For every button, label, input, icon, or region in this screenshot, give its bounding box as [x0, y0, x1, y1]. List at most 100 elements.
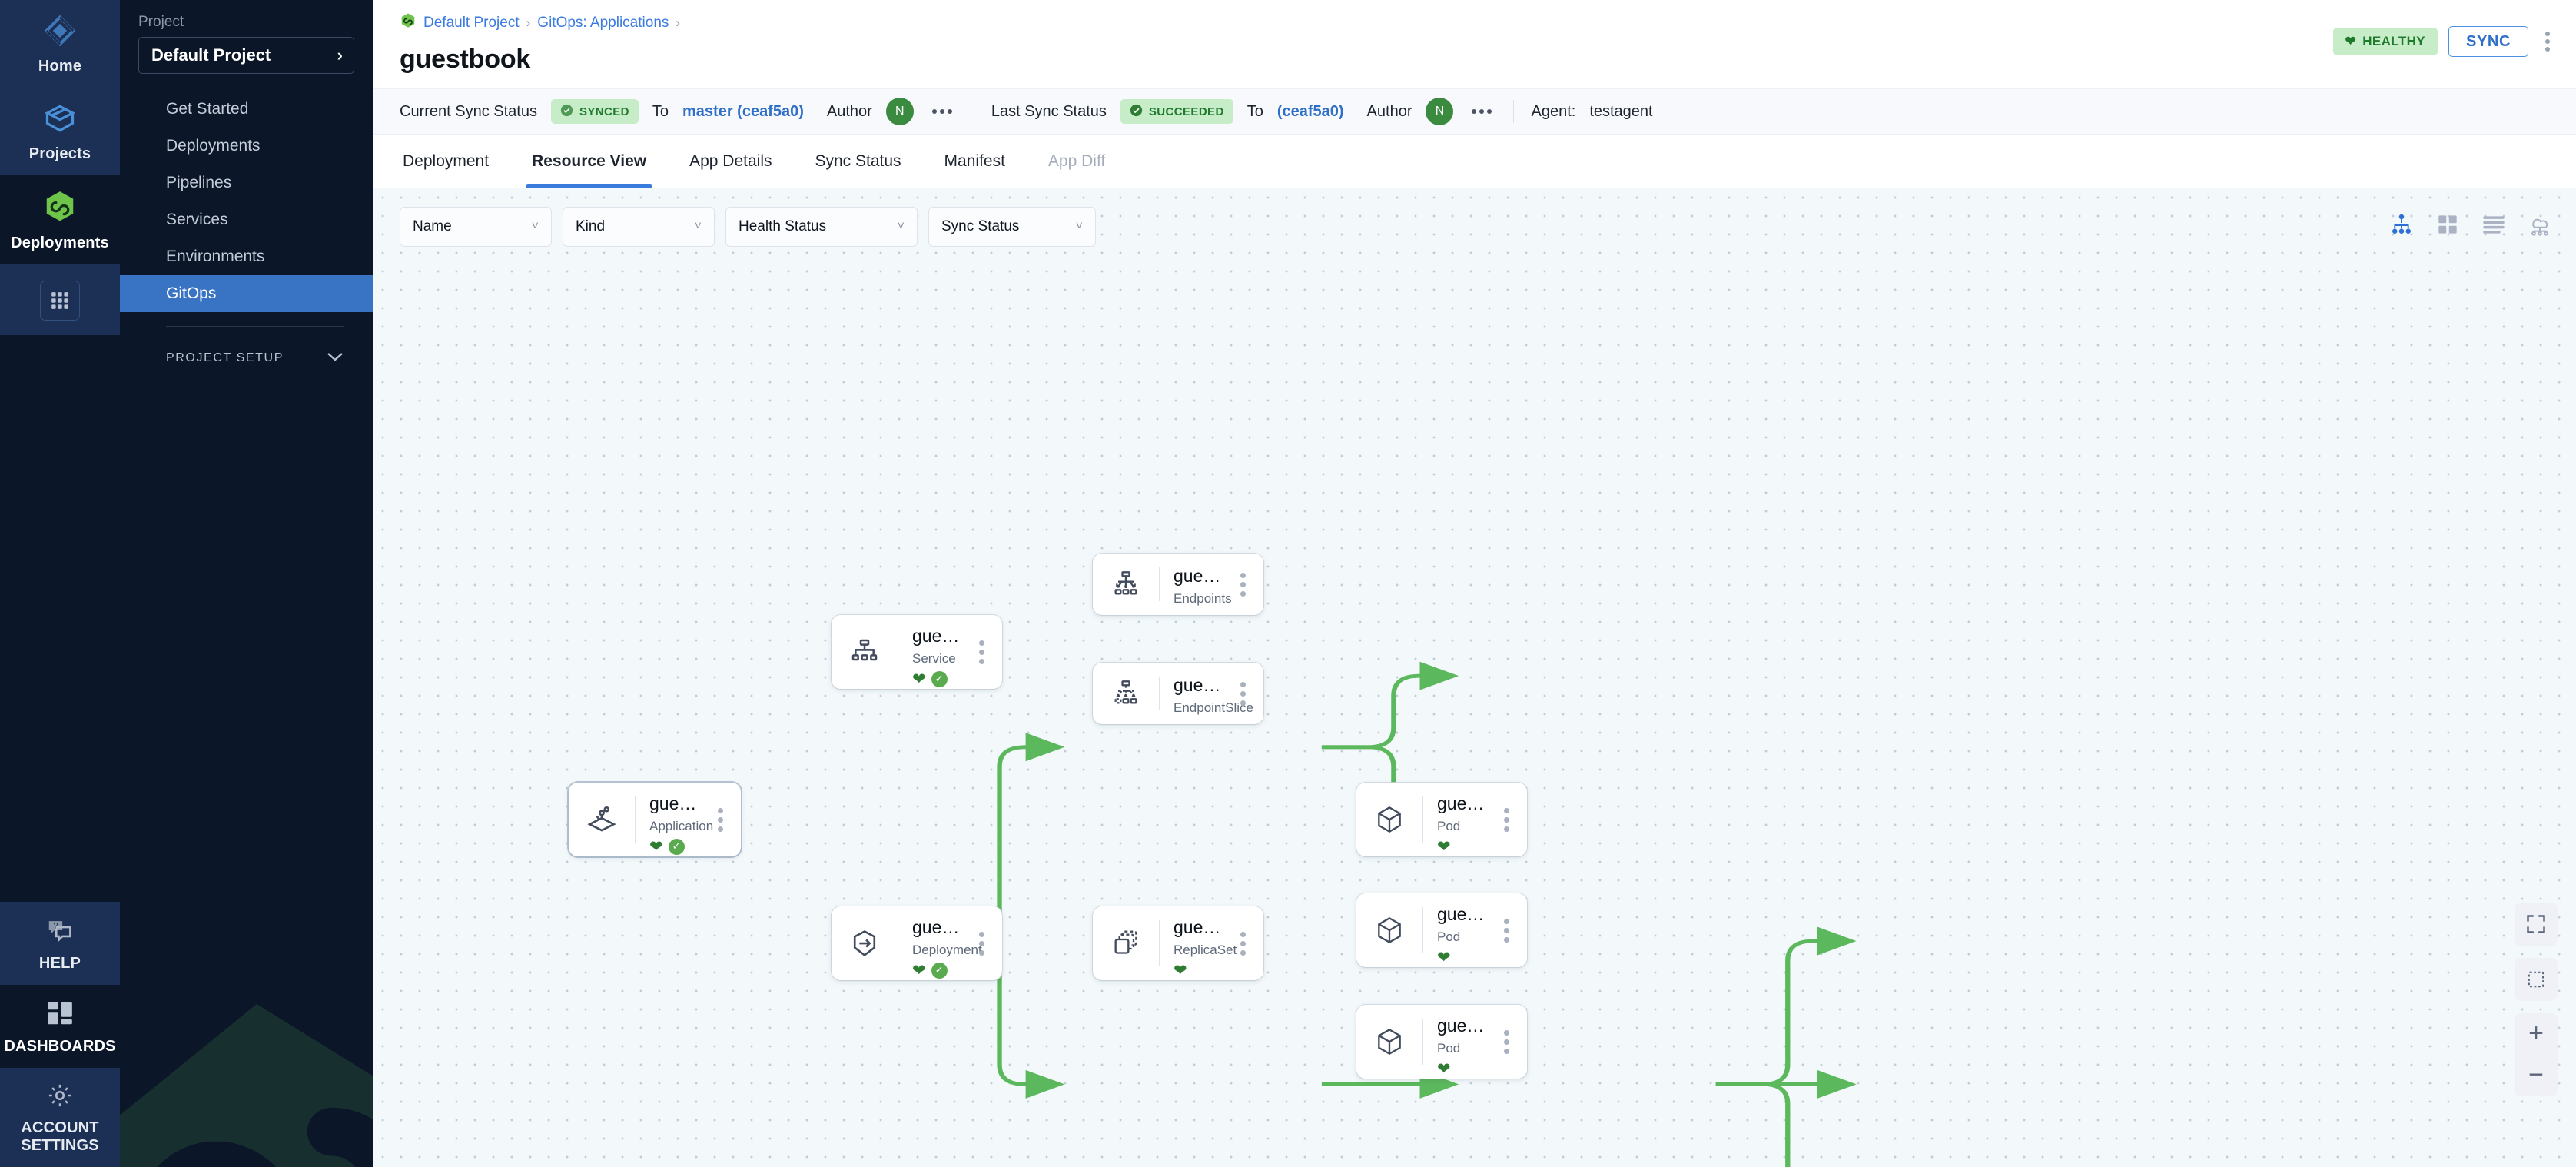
graph-node-pod-1[interactable]: guestbook-ui-5b64f6959… Pod ❤ — [1356, 783, 1527, 856]
rail-item-home[interactable]: Home — [0, 0, 120, 88]
filter-name[interactable]: Name ˅ — [400, 207, 552, 247]
node-more-menu-icon[interactable] — [961, 906, 1002, 980]
node-title: guestbook-ui — [912, 917, 961, 937]
zoom-out-icon[interactable]: − — [2528, 1060, 2544, 1090]
fit-to-screen-icon[interactable] — [2515, 958, 2558, 1001]
tab-app-details[interactable]: App Details — [686, 135, 775, 188]
breadcrumb-item-gitops-applications[interactable]: GitOps: Applications — [537, 15, 669, 31]
dashboards-icon — [45, 999, 75, 1032]
sidebar-item-pipelines[interactable]: Pipelines — [120, 165, 373, 201]
tab-label-sync-status: Sync Status — [815, 151, 901, 170]
node-more-menu-icon[interactable] — [1222, 906, 1263, 980]
cloud-topology-view-icon[interactable] — [2527, 211, 2553, 238]
chevron-down-icon — [327, 351, 344, 366]
node-body: guestbook-ui-5b64f6959… Pod ❤ — [1423, 893, 1486, 967]
filter-health-status[interactable]: Health Status ˅ — [725, 207, 918, 247]
sync-button[interactable]: SYNC — [2448, 26, 2528, 57]
chevron-down-icon: ˅ — [694, 220, 702, 233]
tab-label-manifest: Manifest — [944, 151, 1005, 170]
sidebar-label-get-started: Get Started — [166, 100, 249, 118]
node-divider — [1422, 796, 1423, 843]
tab-deployment[interactable]: Deployment — [400, 135, 492, 188]
graph-view-icon[interactable] — [2388, 211, 2415, 238]
graph-node-endpoints[interactable]: guestbook-ui Endpoints — [1093, 554, 1263, 615]
node-title: guestbook-ui-5b64f6959… — [1437, 904, 1486, 924]
node-divider — [1422, 1019, 1423, 1065]
service-icon — [832, 615, 898, 689]
node-divider — [1159, 567, 1160, 601]
graph-node-service[interactable]: guestbook-ui Service ❤ ✓ — [832, 615, 1002, 689]
node-kind: Pod — [1437, 818, 1461, 833]
filter-kind[interactable]: Kind ˅ — [563, 207, 715, 247]
list-view-icon[interactable] — [2481, 211, 2507, 238]
chevron-right-icon: › — [337, 45, 343, 65]
sidebar-item-deployments[interactable]: Deployments — [120, 128, 373, 165]
rail-item-apps[interactable] — [0, 264, 120, 335]
node-body: guestbook-ui-5b64f69597 ReplicaSet ❤ — [1160, 906, 1237, 980]
sidebar-label-environments: Environments — [166, 248, 265, 265]
sidebar-item-get-started[interactable]: Get Started — [120, 91, 373, 128]
sidebar-project-setup[interactable]: PROJECT SETUP — [120, 342, 373, 374]
graph-node-pod-2[interactable]: guestbook-ui-5b64f6959… Pod ❤ — [1356, 893, 1527, 967]
sidebar-item-services[interactable]: Services — [120, 201, 373, 238]
filter-sync-status[interactable]: Sync Status ˅ — [928, 207, 1096, 247]
rail-label-account-settings: ACCOUNT SETTINGS — [21, 1119, 99, 1154]
help-chat-icon: ? — [45, 916, 75, 949]
header-more-menu-icon[interactable] — [2539, 27, 2556, 56]
graph-node-deployment[interactable]: guestbook-ui Deployment ❤ ✓ — [832, 906, 1002, 980]
svg-text:?: ? — [53, 921, 58, 930]
filter-name-label: Name — [413, 218, 452, 234]
node-more-menu-icon[interactable] — [1486, 1005, 1527, 1079]
last-sync-more-icon[interactable] — [1467, 109, 1496, 114]
node-more-menu-icon[interactable] — [961, 615, 1002, 689]
edge-replicaset-to-pod1 — [1715, 926, 1857, 1086]
tab-label-deployment: Deployment — [403, 151, 490, 170]
last-sync-revision-link[interactable]: (ceaf5a0) — [1276, 102, 1344, 120]
tab-bar: Deployment Resource View App Details Syn… — [373, 135, 2576, 188]
check-circle-icon — [560, 104, 573, 120]
chevron-down-icon: ˅ — [531, 220, 539, 233]
tab-label-resource-view: Resource View — [532, 151, 647, 170]
graph-node-endpointslice[interactable]: guestbook-ui-ncpmr EndpointSlice — [1093, 663, 1263, 724]
node-badges: ❤ — [1437, 949, 1486, 966]
breadcrumb: Default Project › GitOps: Applications › — [400, 12, 2553, 34]
resource-graph: guestbook Application ❤ ✓ — [373, 188, 2576, 1167]
graph-node-replicaset[interactable]: guestbook-ui-5b64f69597 ReplicaSet ❤ — [1093, 906, 1263, 980]
sidebar-item-gitops[interactable]: GitOps — [120, 275, 373, 312]
pod-icon — [1356, 783, 1422, 856]
app-grid-icon[interactable] — [40, 281, 80, 321]
node-more-menu-icon[interactable] — [1222, 663, 1263, 724]
rail-item-account-settings[interactable]: ACCOUNT SETTINGS — [0, 1068, 120, 1167]
project-selector[interactable]: Default Project › — [138, 37, 354, 74]
rail-item-projects[interactable]: Projects — [0, 88, 120, 175]
node-body: guestbook Application ❤ ✓ — [636, 783, 713, 856]
status-divider-2 — [1513, 100, 1515, 123]
node-more-menu-icon[interactable] — [1222, 554, 1263, 615]
resource-graph-canvas[interactable]: Name ˅ Kind ˅ Health Status ˅ Sync Statu… — [373, 188, 2576, 1167]
harness-leaf-icon — [400, 12, 417, 34]
health-status-badge: ❤ HEALTHY — [2332, 28, 2438, 55]
rail-item-deployments[interactable]: Deployments — [0, 175, 120, 264]
fullscreen-icon[interactable] — [2515, 903, 2558, 946]
tab-manifest[interactable]: Manifest — [941, 135, 1008, 188]
zoom-in-icon[interactable]: + — [2528, 1019, 2544, 1049]
node-more-menu-icon[interactable] — [1486, 893, 1527, 967]
breadcrumb-item-default-project[interactable]: Default Project — [423, 15, 520, 31]
gear-icon — [46, 1082, 74, 1113]
node-title: guestbook-ui — [1173, 566, 1222, 586]
current-sync-more-icon[interactable] — [928, 109, 957, 114]
grid-view-icon[interactable] — [2435, 211, 2461, 238]
node-more-menu-icon[interactable] — [1486, 783, 1527, 856]
sidebar-item-environments[interactable]: Environments — [120, 238, 373, 275]
graph-node-application[interactable]: guestbook Application ❤ ✓ — [569, 783, 741, 856]
graph-node-pod-3[interactable]: guestbook-ui-5b64f6959… Pod ❤ — [1356, 1005, 1527, 1079]
tab-resource-view[interactable]: Resource View — [526, 135, 653, 188]
node-more-menu-icon[interactable] — [699, 783, 741, 856]
node-kind: ReplicaSet — [1173, 942, 1237, 957]
rail-item-help[interactable]: ? HELP — [0, 902, 120, 985]
current-sync-revision-link[interactable]: master (ceaf5a0) — [682, 102, 804, 120]
rail-item-dashboards[interactable]: DASHBOARDS — [0, 985, 120, 1068]
sync-status-bar: Current Sync Status SYNCED To master (ce… — [373, 88, 2576, 135]
tab-sync-status[interactable]: Sync Status — [812, 135, 904, 188]
